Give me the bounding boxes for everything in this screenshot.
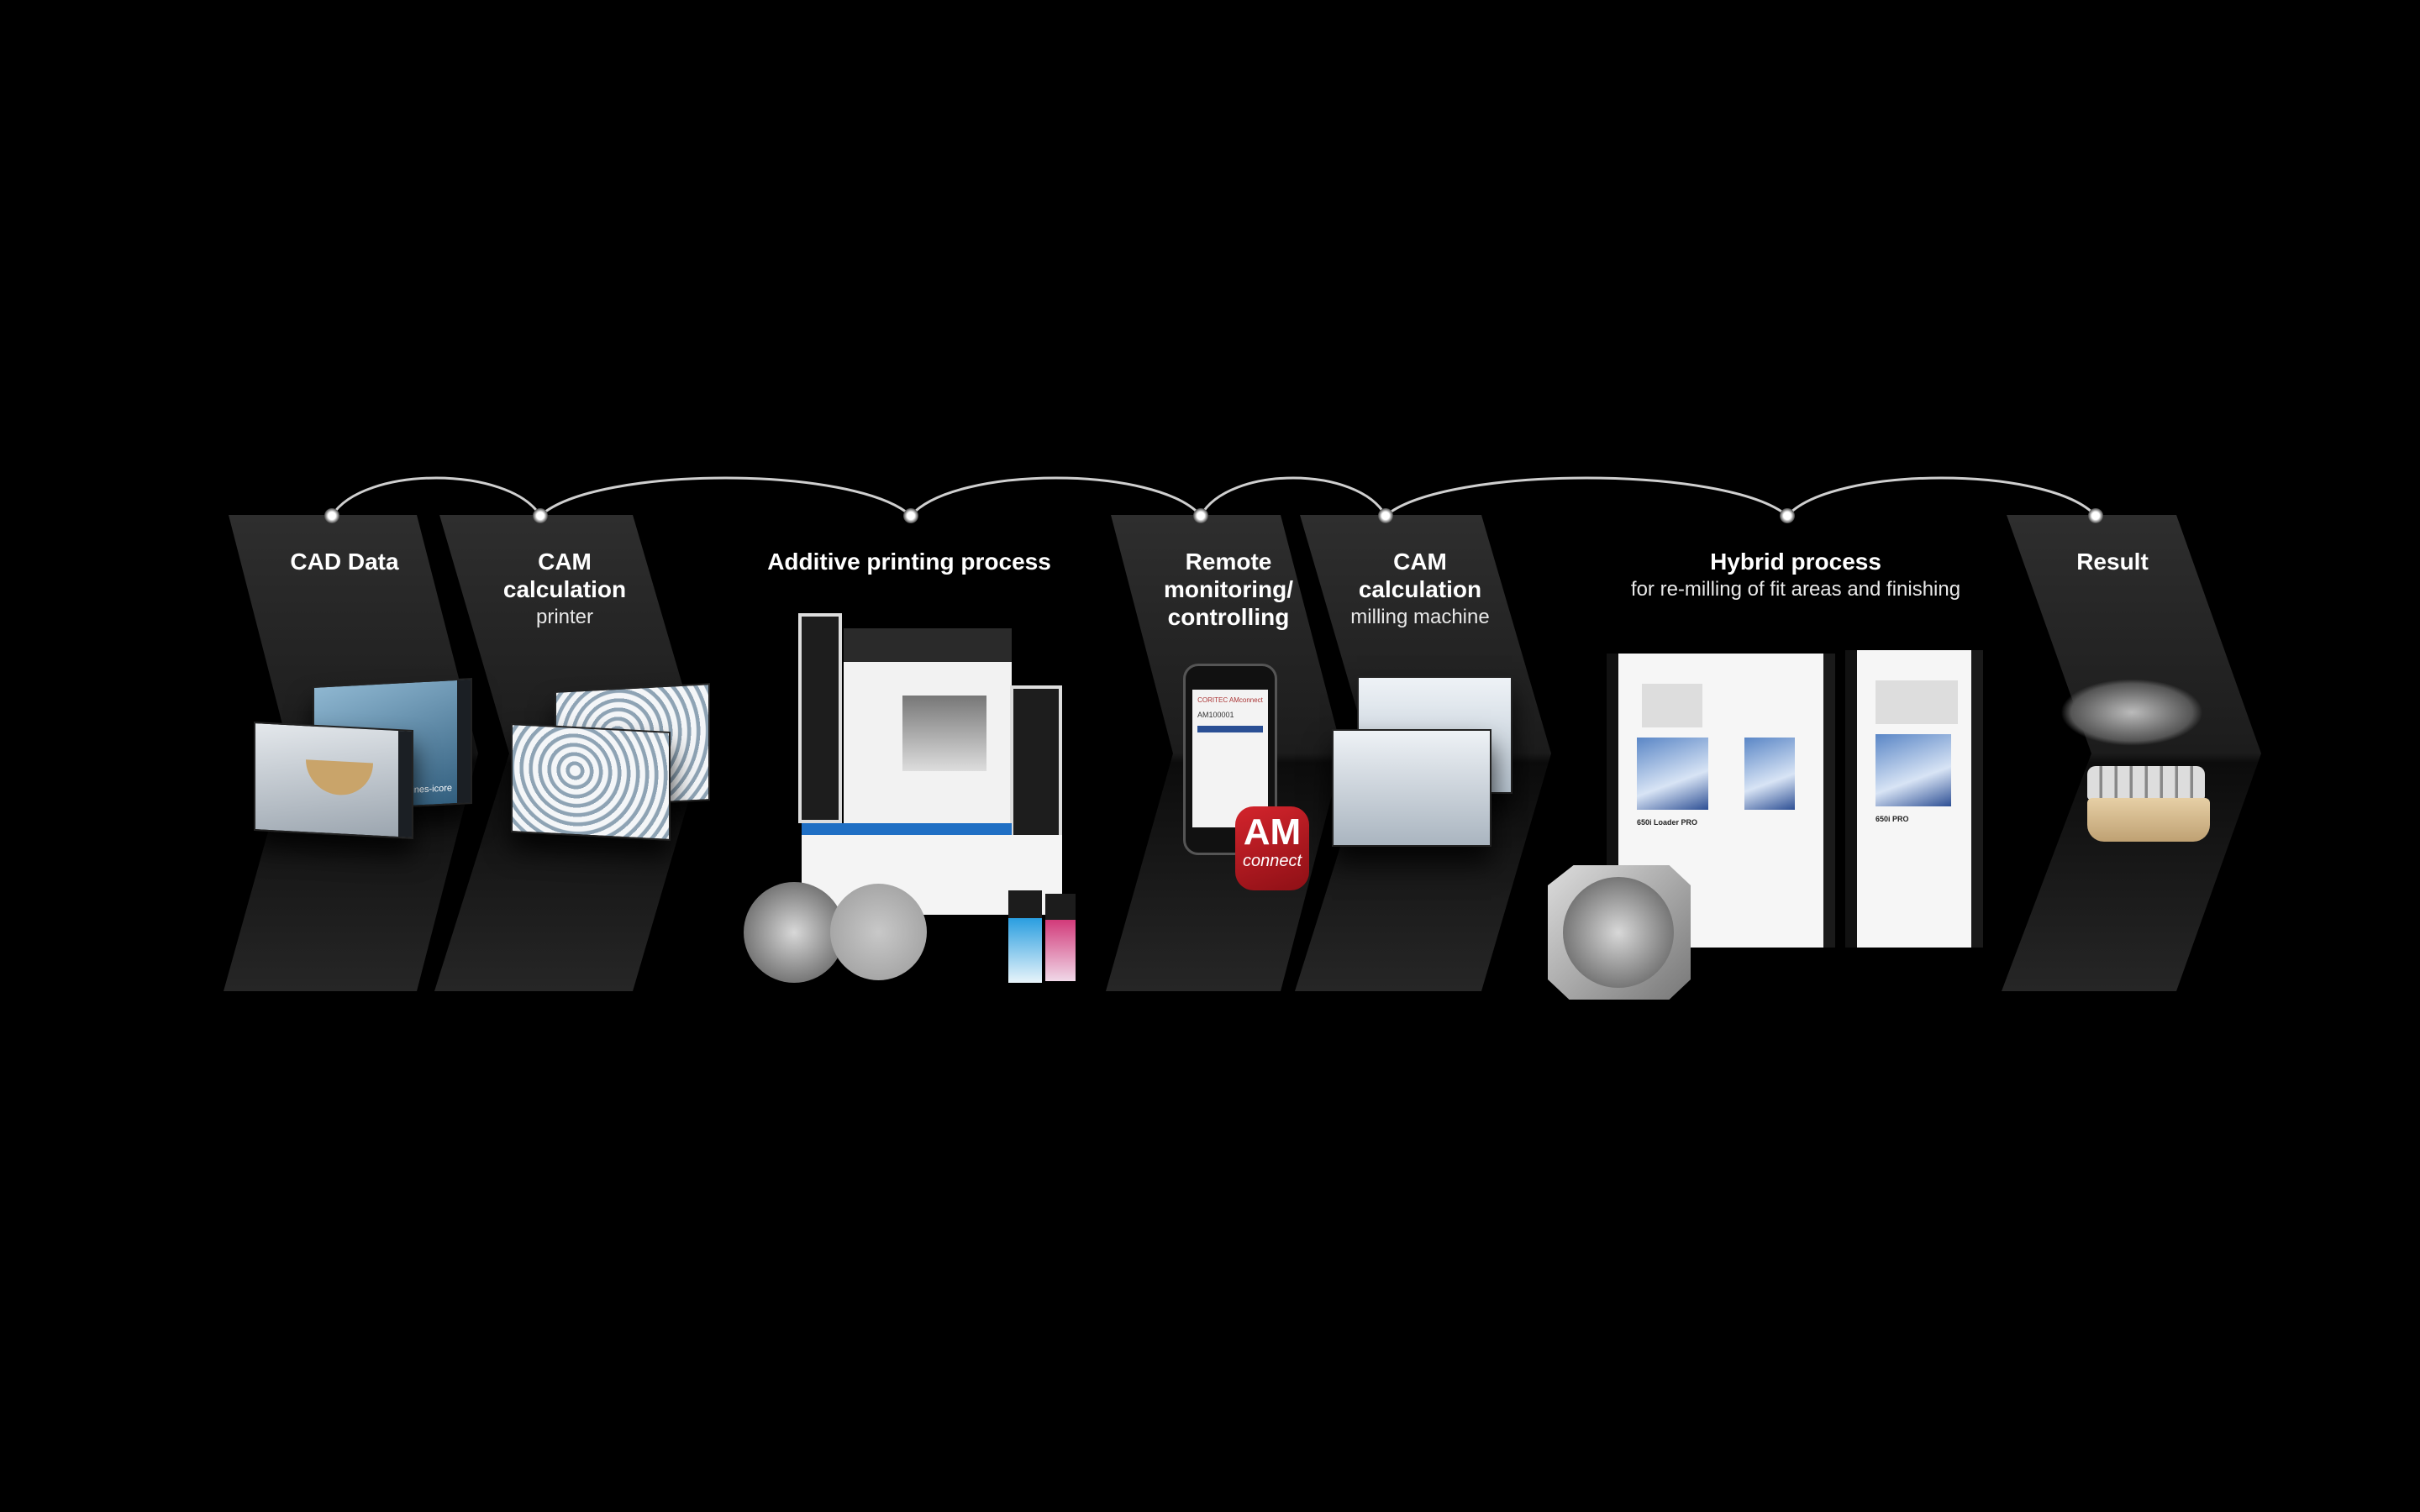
step-cam-milling: CAM calculation milling machine xyxy=(1350,548,1489,631)
milling-machine-650i: 650i PRO xyxy=(1845,650,1983,948)
step-title: CAD Data xyxy=(290,549,399,575)
connector-arc xyxy=(909,476,1202,517)
step-title-line3: controlling xyxy=(1167,604,1290,630)
cam-milling-screen-front xyxy=(1332,729,1491,847)
step-additive-printing: Additive printing process xyxy=(767,548,1051,575)
machine-display xyxy=(1876,680,1958,724)
partial-denture-framework-image xyxy=(2060,679,2203,746)
cad-software-screen-front xyxy=(254,722,413,839)
crown-bridge-teeth-image xyxy=(2087,766,2205,800)
step-title: Additive printing process xyxy=(767,549,1051,575)
step-title: Hybrid process xyxy=(1710,549,1881,575)
step-subtitle: for re-milling of fit areas and finishin… xyxy=(1630,578,1961,601)
powder-bottle xyxy=(1045,894,1076,981)
connector-arc xyxy=(330,476,542,517)
step-title: CAM xyxy=(1393,549,1447,575)
phone-image: CORITEC AMconnect AM100001 xyxy=(1183,664,1277,855)
machine-window xyxy=(1744,738,1795,810)
machine-display xyxy=(1642,684,1702,727)
milling-spindle-image xyxy=(1548,865,1691,1000)
build-plate-image xyxy=(830,884,927,980)
step-dot xyxy=(1193,508,1208,523)
phone-screen: CORITEC AMconnect AM100001 xyxy=(1192,690,1268,827)
machine-window xyxy=(1637,738,1708,810)
step-dot xyxy=(1780,508,1795,523)
step-dot xyxy=(903,508,918,523)
dental-model-base-image xyxy=(2087,798,2210,842)
milling-machine-650i-loader: 650i Loader PRO xyxy=(1607,654,1835,948)
step-hybrid-process: Hybrid process for re-milling of fit are… xyxy=(1631,548,1960,603)
step-dot xyxy=(1378,508,1393,523)
spindle-plate xyxy=(1563,877,1674,988)
step-title: CAM xyxy=(538,549,592,575)
machine-window xyxy=(1876,734,1951,806)
dental-model-image xyxy=(306,759,373,797)
connector-arc xyxy=(1786,476,2097,517)
phone-job-id: AM100001 xyxy=(1197,711,1234,719)
phone-app-title: CORITEC AMconnect xyxy=(1197,696,1263,704)
additive-printer-machine xyxy=(844,628,1012,838)
step-cad-data: CAD Data xyxy=(290,548,398,575)
am-logo-subtext: connect xyxy=(1242,852,1302,870)
step-dot xyxy=(2088,508,2103,523)
step-cam-printer: CAM calculation printer xyxy=(503,548,626,631)
step-title: Result xyxy=(2076,549,2149,575)
step-title-line2: calculation xyxy=(1358,576,1482,602)
step-title-line2: monitoring/ xyxy=(1164,576,1293,602)
step-subtitle: printer xyxy=(535,606,594,628)
printer-door-left xyxy=(798,613,842,823)
connector-arc xyxy=(1199,476,1387,517)
am-logo-text: AM xyxy=(1243,811,1302,853)
chevron-panel xyxy=(2002,515,2261,991)
step-result: Result xyxy=(2076,548,2149,575)
connector-arc xyxy=(1385,476,1788,517)
step-title-line2: calculation xyxy=(502,576,627,602)
powder-bottle xyxy=(1008,890,1042,983)
printer-chamber xyxy=(902,696,986,771)
machine-label: 650i PRO xyxy=(1876,815,1909,823)
phone-progress-bar xyxy=(1197,726,1263,732)
printer-blue-stripe xyxy=(802,823,1012,835)
step-subtitle: milling machine xyxy=(1350,606,1490,628)
cad-software-logo: ines-icore xyxy=(412,783,452,795)
cam-printer-screen-front xyxy=(511,723,671,841)
connector-arc xyxy=(539,476,913,517)
printer-door-right xyxy=(1010,685,1062,845)
step-dot xyxy=(533,508,548,523)
step-remote-monitoring: Remote monitoring/ controlling xyxy=(1164,548,1293,631)
am-connect-logo: AM connect xyxy=(1235,806,1309,890)
step-dot xyxy=(324,508,339,523)
step-title: Remote xyxy=(1185,549,1272,575)
machine-label: 650i Loader PRO xyxy=(1637,818,1698,827)
build-plate-image xyxy=(744,882,844,983)
